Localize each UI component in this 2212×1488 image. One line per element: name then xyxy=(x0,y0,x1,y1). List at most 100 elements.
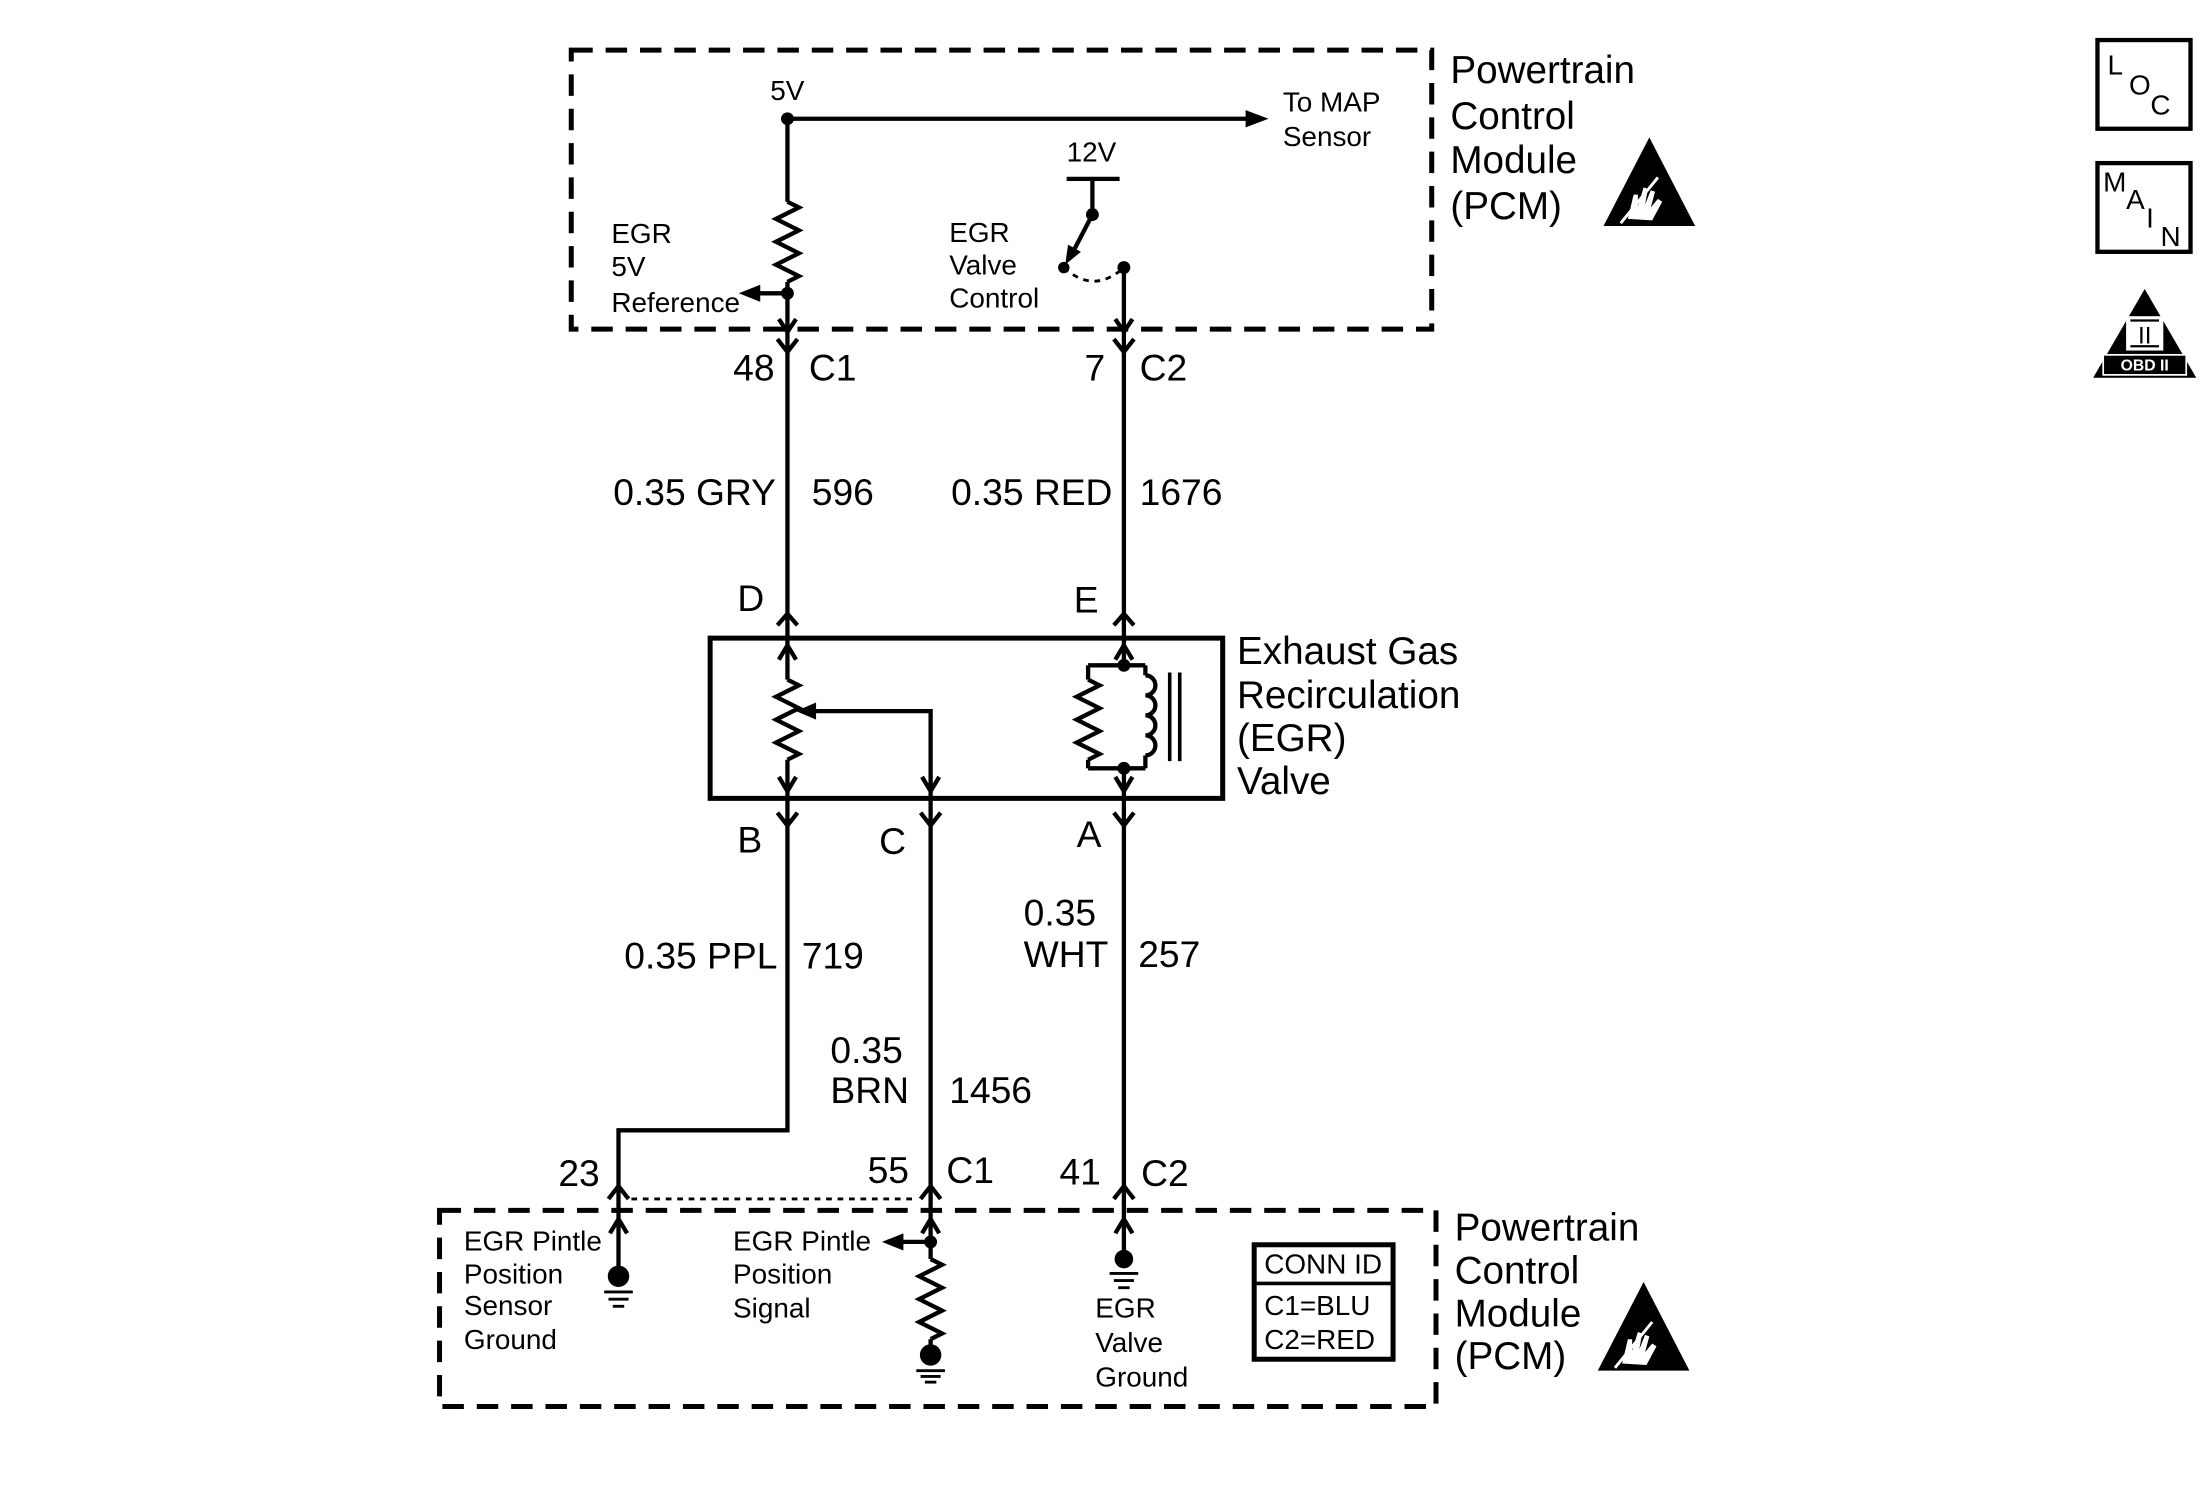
ground-node xyxy=(919,1344,942,1366)
pcm-top-label: Powertrain xyxy=(1450,49,1635,92)
solenoid-coil xyxy=(1145,673,1158,758)
egr-5v-reference-label: 5V xyxy=(611,251,646,282)
potentiometer-wiper xyxy=(810,708,933,799)
pin-number: 55 xyxy=(868,1149,909,1191)
wire-gauge-color: 0.35 PPL xyxy=(624,935,777,977)
egr-valve-label: Recirculation xyxy=(1237,674,1460,717)
egr-valve-ground-label: EGR xyxy=(1095,1293,1155,1324)
egr-valve-body xyxy=(707,635,1226,801)
wire-circuit-number: 596 xyxy=(812,471,874,513)
esd-warning-icon xyxy=(1603,137,1696,227)
signal-arrowhead xyxy=(881,1233,904,1251)
obd-ii-icon: II OBD II xyxy=(2093,289,2197,378)
pcm-top-label: (PCM) xyxy=(1450,185,1562,228)
wire-color: BRN xyxy=(830,1069,909,1111)
pintle-sensor-ground-label: Ground xyxy=(464,1324,557,1355)
valve-pin-label: A xyxy=(1077,813,1102,855)
wire-gauge: 0.35 xyxy=(1024,892,1096,934)
wire-gauge: 0.35 xyxy=(830,1029,902,1071)
conn-id-box xyxy=(1251,1242,1396,1362)
terminal-arrow-down xyxy=(920,775,942,796)
terminal-arrow-up xyxy=(920,1214,942,1235)
pintle-sensor-ground-label: EGR Pintle xyxy=(464,1226,602,1257)
main-icon-frame xyxy=(2095,160,2193,254)
loc-icon-letter: O xyxy=(2129,69,2151,100)
reference-arrowhead xyxy=(738,284,761,302)
terminal-arrow-down xyxy=(1113,775,1135,796)
egr-valve-ground-label: Valve xyxy=(1095,1327,1163,1358)
pcm-top-label: Control xyxy=(1450,95,1575,138)
pcm-bottom-connectors: 23 55 C1 41 C2 xyxy=(558,1149,1189,1201)
pulldown-resistor xyxy=(914,1257,947,1342)
pintle-position-signal-label: Position xyxy=(733,1258,832,1289)
pcm-bottom-label: (PCM) xyxy=(1455,1335,1567,1378)
pcm-top-boundary xyxy=(568,47,1435,332)
egr-valve-label: Exhaust Gas xyxy=(1237,630,1458,673)
reference-pullup-resistor xyxy=(771,199,804,284)
wire-circuit-number: 1676 xyxy=(1140,471,1223,513)
potentiometer-element xyxy=(771,677,804,762)
switch-blade-arrowhead xyxy=(1065,244,1081,265)
connector-pin-23 xyxy=(606,1182,631,1201)
supply-12v-label: 12V xyxy=(1067,137,1117,168)
pin-number: 7 xyxy=(1085,347,1106,389)
egr-valve-control-label: Valve xyxy=(949,250,1017,281)
pin-number: 48 xyxy=(733,347,774,389)
loc-icon-letter: L xyxy=(2107,49,2123,80)
loc-icon-frame xyxy=(2095,37,2193,131)
terminal-arrow-up xyxy=(777,641,798,661)
pintle-sensor-ground-label: Sensor xyxy=(464,1290,552,1321)
main-icon-letter: A xyxy=(2126,184,2145,215)
upper-wires: 0.35 GRY 596 0.35 RED 1676 D E xyxy=(613,331,1223,639)
esd-hand xyxy=(1622,1332,1657,1365)
pcm-bottom-label: Control xyxy=(1455,1249,1580,1292)
esd-slash xyxy=(1613,1321,1654,1369)
loc-icon-letter: C xyxy=(2150,89,2170,120)
connector-id: C2 xyxy=(1141,1152,1189,1194)
wiper-arrowhead xyxy=(796,702,817,720)
terminal-arrow-up xyxy=(608,1214,629,1235)
main-icon-letter: N xyxy=(2160,221,2180,252)
conn-id-c2: C2=RED xyxy=(1264,1324,1375,1355)
wire-circuit-number: 719 xyxy=(802,935,864,977)
wire-gauge-color: 0.35 GRY xyxy=(613,471,776,513)
valve-pin-label: B xyxy=(737,819,762,861)
pin-number: 23 xyxy=(558,1152,599,1194)
solenoid-resistor xyxy=(1071,677,1105,762)
pin-number: 41 xyxy=(1059,1151,1100,1193)
obd-ii-numeral: II xyxy=(2138,322,2152,349)
conn-id-c1: C1=BLU xyxy=(1264,1290,1370,1321)
ground-node xyxy=(1114,1249,1134,1269)
terminal-arrow-up xyxy=(1113,1214,1135,1235)
pintle-position-signal-label: EGR Pintle xyxy=(733,1226,871,1257)
main-icon: M A I N xyxy=(2095,160,2193,254)
esd-triangle xyxy=(1597,1281,1690,1371)
to-map-sensor-label: To MAP xyxy=(1283,87,1381,118)
pcm-top: Powertrain Control Module (PCM) 5V To MA… xyxy=(568,47,1696,336)
obd-ii-label: OBD II xyxy=(2121,358,2169,375)
terminal-arrow-down xyxy=(777,775,798,796)
wire-gauge-color: 0.35 RED xyxy=(951,471,1112,513)
valve-pin-label: C xyxy=(879,820,906,862)
pintle-sensor-ground-label: Position xyxy=(464,1258,563,1289)
connector-id: C1 xyxy=(946,1149,994,1191)
wire-color: WHT xyxy=(1024,933,1109,975)
to-map-arrowhead xyxy=(1245,110,1269,128)
egr-valve-label: (EGR) xyxy=(1237,717,1346,760)
pcm-bottom: EGR Pintle Position Sensor Ground EGR Pi… xyxy=(437,1206,1690,1409)
main-icon-letter: I xyxy=(2146,203,2154,234)
connector-id: C1 xyxy=(809,347,857,389)
valve-pin-label: E xyxy=(1074,578,1099,620)
pcm-top-label: Module xyxy=(1450,139,1577,182)
pcm-bottom-label: Module xyxy=(1455,1292,1582,1335)
switch-control-link xyxy=(1062,266,1125,283)
loc-icon: L O C xyxy=(2095,37,2193,131)
ground-node xyxy=(607,1265,630,1287)
egr-valve-control-label: EGR xyxy=(949,217,1009,248)
wire-circuit-number: 1456 xyxy=(949,1069,1032,1111)
esd-warning-icon xyxy=(1597,1281,1690,1371)
connector-pin-41 xyxy=(1112,1182,1136,1201)
pcm-bottom-label: Powertrain xyxy=(1455,1206,1640,1249)
esd-hand xyxy=(1627,187,1663,221)
